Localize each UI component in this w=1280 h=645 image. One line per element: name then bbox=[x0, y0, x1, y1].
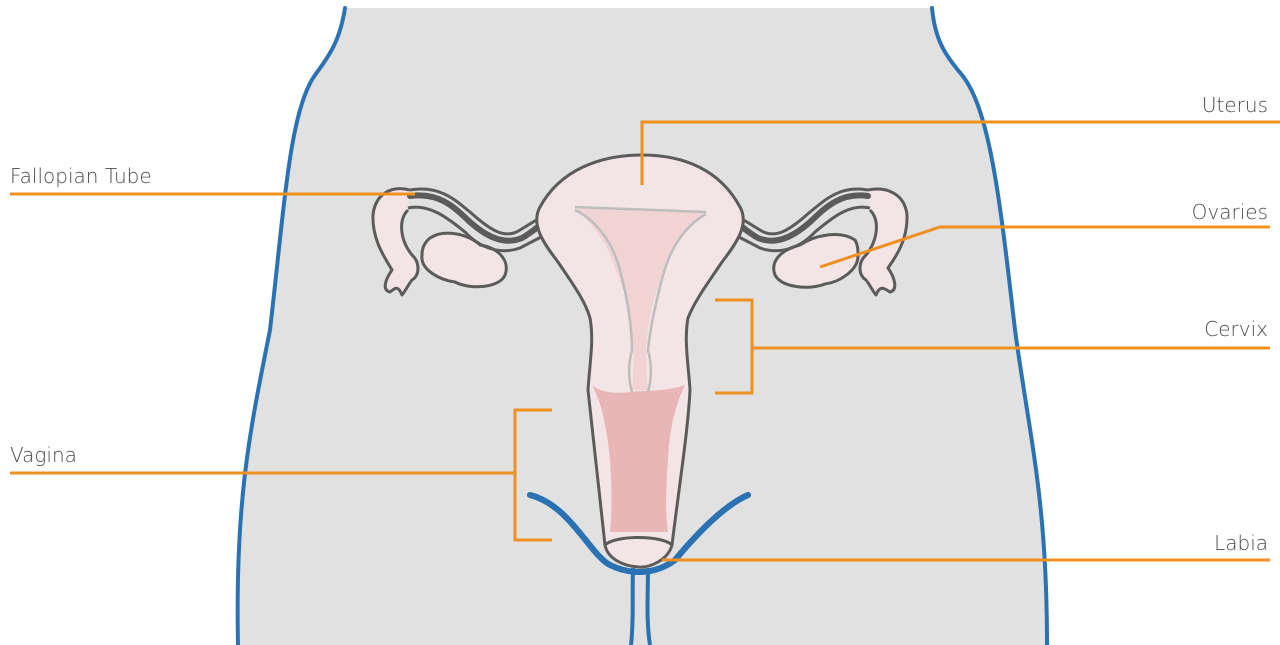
label-vagina: Vagina bbox=[10, 445, 77, 465]
label-ovaries: Ovaries bbox=[1192, 202, 1268, 222]
leg-gap-left bbox=[631, 568, 633, 645]
label-fallopian-tube: Fallopian Tube bbox=[10, 166, 152, 186]
label-uterus: Uterus bbox=[1202, 95, 1268, 115]
label-cervix: Cervix bbox=[1204, 319, 1268, 339]
label-labia: Labia bbox=[1214, 533, 1268, 553]
